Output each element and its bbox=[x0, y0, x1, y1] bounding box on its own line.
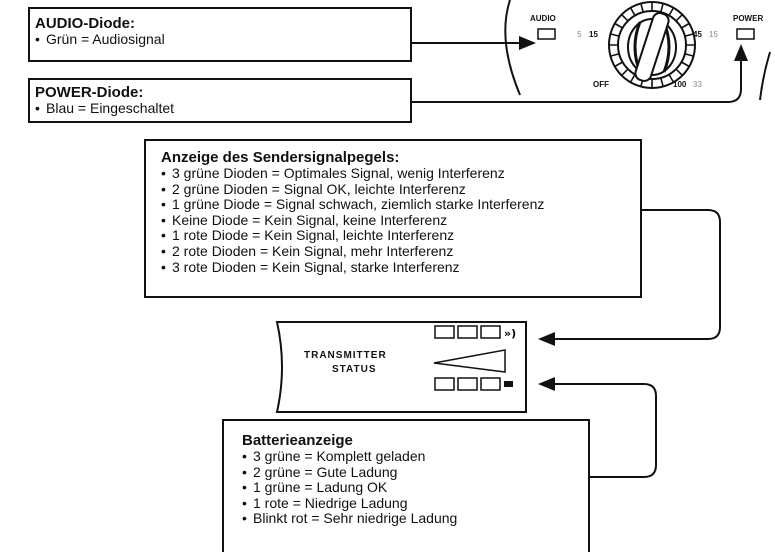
list-item: Keine Diode = Kein Signal, keine Interfe… bbox=[161, 212, 625, 229]
list-item: 2 grüne Dioden = Signal OK, leichte Inte… bbox=[161, 181, 625, 198]
battery-arrowhead bbox=[538, 377, 555, 391]
knob-scale-off: OFF bbox=[593, 80, 609, 89]
list-item: 1 rote Diode = Kein Signal, leichte Inte… bbox=[161, 228, 625, 244]
power-diode-list: Blau = Eingeschaltet bbox=[35, 100, 405, 117]
device-housing-left-edge bbox=[504, 0, 521, 96]
knob-scale-15: 15 bbox=[589, 30, 598, 39]
power-led-label: POWER bbox=[733, 14, 764, 23]
power-led bbox=[736, 28, 755, 40]
knob-scale-15-grey: 15 bbox=[709, 30, 718, 39]
signal-level-box: Anzeige des Sendersignalpegels: 3 grüne … bbox=[144, 139, 642, 298]
list-item: 1 grüne Diode = Signal schwach, ziemlich… bbox=[161, 197, 625, 213]
battery-indicator-list: 3 grüne = Komplett geladen 2 grüne = Gut… bbox=[242, 448, 570, 527]
list-item: 3 rote Dioden = Kein Signal, starke Inte… bbox=[161, 259, 625, 276]
list-item: 3 grüne Dioden = Optimales Signal, wenig… bbox=[161, 165, 625, 182]
battery-indicator-box: Batterieanzeige 3 grüne = Komplett gelad… bbox=[222, 419, 590, 552]
audio-diode-box: AUDIO-Diode: Grün = Audiosignal bbox=[28, 7, 412, 62]
device-housing-right-edge bbox=[759, 51, 771, 101]
audio-diode-list: Grün = Audiosignal bbox=[35, 31, 405, 48]
transmitter-status-line1: TRANSMITTER bbox=[304, 350, 387, 361]
list-item: 3 grüne = Komplett geladen bbox=[242, 448, 570, 465]
power-connector bbox=[412, 60, 742, 103]
transmitter-status-panel: ») bbox=[275, 321, 527, 413]
transmitter-status-line2: STATUS bbox=[332, 364, 377, 375]
power-arrowhead bbox=[734, 44, 748, 61]
power-diode-title: POWER-Diode: bbox=[35, 84, 144, 101]
list-item: 2 rote Dioden = Kein Signal, mehr Interf… bbox=[161, 243, 625, 260]
signal-connector bbox=[553, 209, 721, 340]
signal-level-title: Anzeige des Sendersignalpegels: bbox=[161, 149, 400, 166]
svg-text:»): ») bbox=[504, 327, 516, 340]
signal-level-list: 3 grüne Dioden = Optimales Signal, wenig… bbox=[161, 165, 625, 276]
audio-arrowhead bbox=[519, 36, 536, 50]
knob-scale-100: 100 bbox=[673, 80, 687, 89]
list-item: Grün = Audiosignal bbox=[35, 31, 405, 48]
list-item: 1 grüne = Ladung OK bbox=[242, 480, 570, 496]
knob-scale-33: 33 bbox=[693, 80, 702, 89]
list-item: Blau = Eingeschaltet bbox=[35, 100, 405, 117]
knob-scale-45: 45 bbox=[693, 30, 702, 39]
power-diode-box: POWER-Diode: Blau = Eingeschaltet bbox=[28, 78, 412, 123]
battery-indicator-title: Batterieanzeige bbox=[242, 432, 353, 449]
audio-led-label: AUDIO bbox=[530, 14, 556, 23]
list-item: 1 rote = Niedrige Ladung bbox=[242, 495, 570, 512]
volume-knob-drawing bbox=[608, 1, 696, 89]
signal-arrowhead bbox=[538, 332, 555, 346]
list-item: 2 grüne = Gute Ladung bbox=[242, 464, 570, 481]
battery-connector bbox=[553, 383, 657, 478]
audio-diode-title: AUDIO-Diode: bbox=[35, 15, 135, 32]
list-item: Blinkt rot = Sehr niedrige Ladung bbox=[242, 511, 570, 527]
knob-scale-5: 5 bbox=[577, 30, 582, 39]
audio-led bbox=[537, 28, 556, 40]
